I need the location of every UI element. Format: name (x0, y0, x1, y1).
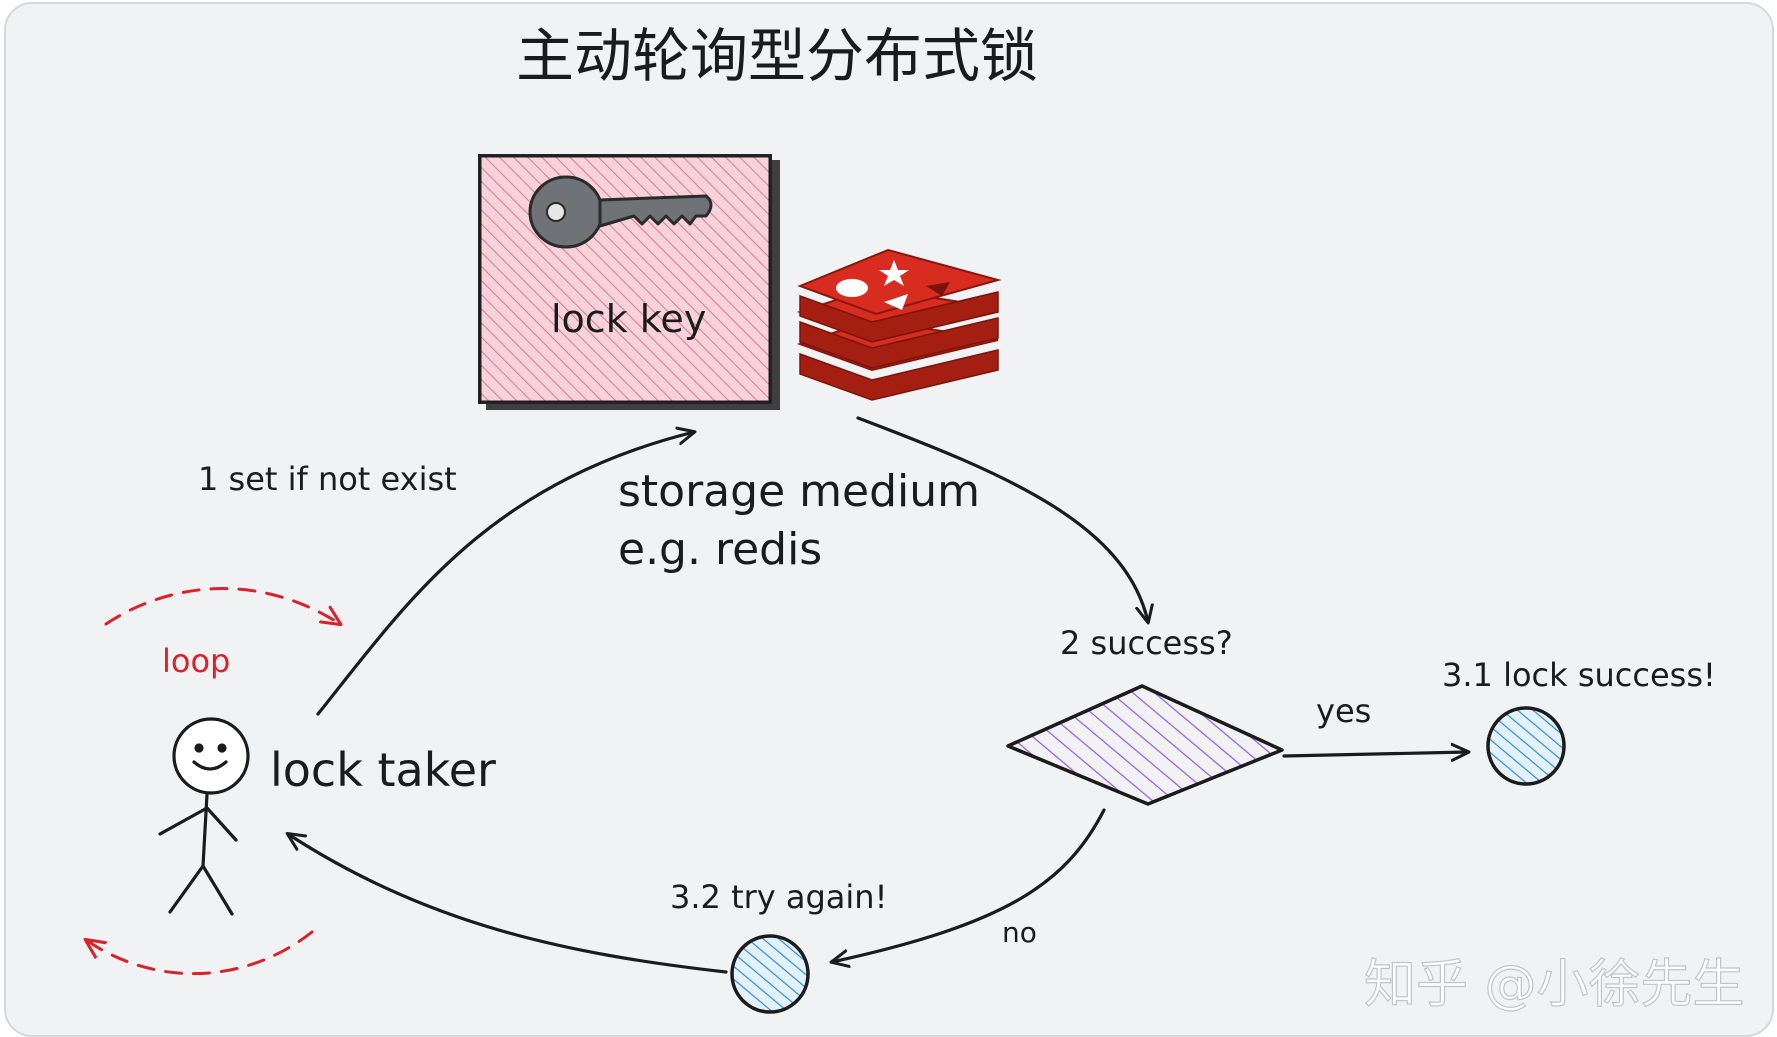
watermark: 知乎 @小徐先生 (1364, 955, 1745, 1015)
lock-taker-figure (158, 717, 250, 916)
no-label: no (1002, 916, 1037, 949)
decision-diamond (1006, 684, 1284, 806)
yes-arrow (1282, 752, 1468, 756)
lock-success-node (1486, 706, 1566, 786)
yes-label: yes (1316, 692, 1371, 730)
diagram: 主动轮询型分布式锁 lock key storage medium e.g. r… (6, 22, 1745, 1016)
lock-success-label: 3.1 lock success! (1442, 656, 1716, 694)
key-icon (528, 175, 713, 249)
storage-example-label: e.g. redis (618, 524, 822, 575)
set-arrow (316, 432, 694, 716)
success-question-label: 2 success? (1060, 624, 1233, 662)
loop-arrow-bottom (86, 930, 314, 976)
check-arrow (856, 416, 1148, 622)
no-arrow (832, 808, 1106, 962)
lock-key-label: lock key (551, 297, 706, 341)
step-set-label: 1 set if not exist (198, 460, 457, 498)
loop-label: loop (162, 642, 230, 680)
storage-medium-label: storage medium (618, 466, 980, 517)
retry-arrow (288, 834, 728, 974)
page-title: 主动轮询型分布式锁 (516, 22, 1038, 90)
lock-key-card: lock key (478, 154, 780, 410)
redis-icon (796, 248, 1002, 401)
diagram-canvas: 主动轮询型分布式锁 lock key storage medium e.g. r… (4, 2, 1774, 1037)
loop-arrow-top (104, 587, 340, 624)
lock-taker-label: lock taker (270, 743, 496, 797)
try-again-node (730, 934, 810, 1014)
try-again-label: 3.2 try again! (670, 878, 887, 916)
